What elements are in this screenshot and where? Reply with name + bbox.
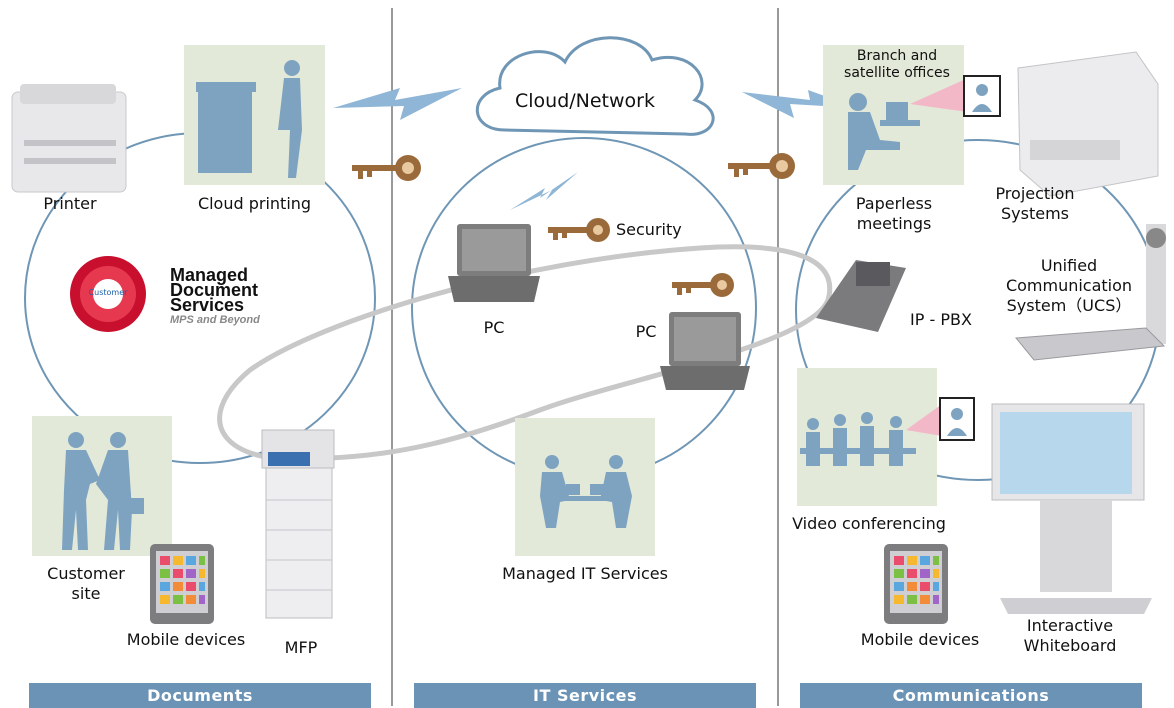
office-worker-icon: [848, 93, 920, 170]
branch-offices-label: Branch and satellite offices: [844, 48, 950, 81]
mds-title-line1: Managed: [170, 265, 249, 285]
customer-site-label: Customer site: [47, 564, 125, 603]
mobile-devices-right-label: Mobile devices: [860, 630, 980, 649]
section-communications: Communications: [800, 683, 1142, 708]
cloud-printing-label: Cloud printing: [197, 194, 312, 213]
tablet-icon: [150, 544, 214, 624]
ip-pbx-label: IP - PBX: [910, 310, 972, 329]
mds-title-line3: Services: [170, 295, 245, 315]
projection-beam: [910, 78, 968, 112]
mds-wheel-logo: [70, 256, 146, 332]
mobile-devices-left-label: Mobile devices: [126, 630, 246, 649]
printer-label: Printer: [43, 194, 97, 213]
copier-person-icon: [196, 60, 302, 178]
managed-it-label: Managed IT Services: [502, 564, 668, 583]
security-label: Security: [616, 220, 682, 239]
section-it-services: IT Services: [414, 683, 756, 708]
mds-title-line2: Document: [170, 280, 259, 300]
key-icon: [352, 155, 421, 181]
mds-tagline: MPS and Beyond: [170, 314, 260, 326]
projection-systems-label: Projection Systems: [995, 184, 1075, 223]
mds-logo-text: Managed Document Services MPS and Beyond: [170, 265, 260, 327]
tablet-icon: [884, 544, 948, 624]
mfp-icon: [261, 429, 335, 619]
key-icon: [548, 218, 610, 242]
section-documents: Documents: [29, 683, 371, 708]
video-conferencing-label: Video conferencing: [792, 514, 946, 533]
managed-it-illustration: [515, 418, 655, 556]
printer-icon: [11, 84, 127, 193]
projector-icon: [1017, 51, 1159, 197]
lightning-right-icon: [742, 90, 858, 118]
remote-participant-screen-icon: [939, 397, 975, 441]
key-icon: [672, 273, 734, 297]
connector-loop: [217, 244, 833, 463]
cloud-network-label: Cloud/Network: [514, 90, 655, 112]
handshake-icon: [62, 432, 144, 550]
pc-right-label: PC: [635, 322, 657, 341]
it-workers-icon: [540, 455, 632, 528]
pc-left-label: PC: [483, 318, 505, 337]
lightning-left-icon: [333, 88, 462, 120]
mfp-label: MFP: [284, 638, 318, 657]
lightning-center-icon: [510, 172, 578, 210]
ucs-device-icon: [1015, 224, 1166, 361]
interactive-whiteboard-label: Interactive Whiteboard: [1023, 616, 1117, 655]
key-icon: [728, 153, 795, 179]
whiteboard-icon: [991, 403, 1152, 614]
laptop-icon: [660, 312, 750, 390]
video-beam: [906, 404, 942, 436]
meeting-people-icon: [800, 412, 916, 466]
laptop-icon: [448, 224, 540, 302]
ip-phone-icon: [816, 260, 906, 332]
mds-wheel-center-text: Customer: [88, 288, 128, 297]
ucs-label: Unified Communication System（UCS）: [1005, 256, 1133, 315]
cloud-shape: [475, 36, 715, 136]
remote-person-screen-icon: [963, 75, 1001, 117]
paperless-meetings-label: Paperless meetings: [855, 194, 933, 233]
